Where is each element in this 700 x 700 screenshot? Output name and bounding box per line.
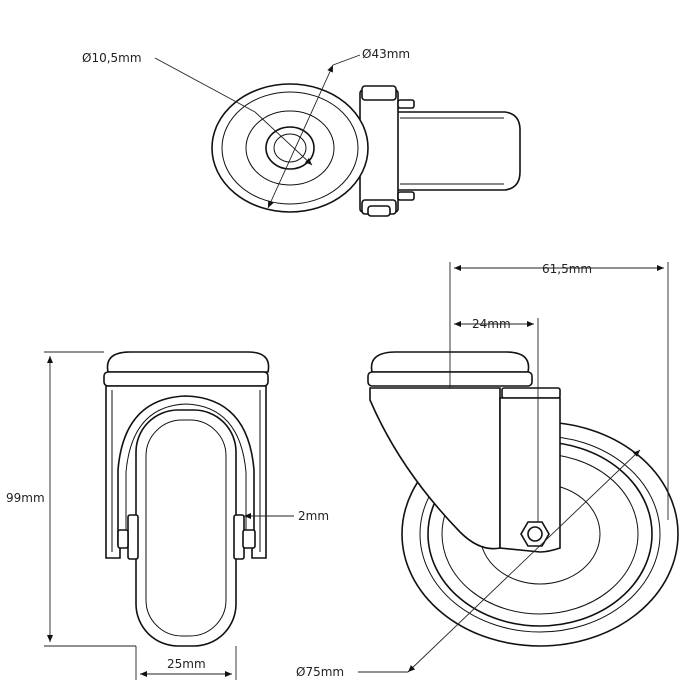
- front-view: 99mm 25mm 2mm: [6, 351, 329, 680]
- top-plate: [211, 83, 369, 213]
- length-label: 61,5mm: [542, 262, 592, 276]
- bore-diameter-label: Ø10,5mm: [82, 51, 142, 65]
- height-label: 99mm: [6, 491, 45, 505]
- top-view: Ø10,5mm Ø43mm: [82, 47, 521, 217]
- plate-diameter-label: Ø43mm: [362, 47, 410, 61]
- axle-nut-top: [361, 85, 397, 101]
- offset-label: 24mm: [472, 317, 511, 331]
- front-top-plate: [106, 351, 270, 373]
- side-view: 61,5mm 24mm Ø75mm: [296, 262, 679, 679]
- axle-nut: [520, 521, 550, 547]
- gap-label: 2mm: [298, 509, 329, 523]
- front-wheel: [135, 409, 237, 647]
- fork-arm: [394, 111, 521, 191]
- wheel-diameter-label: Ø75mm: [296, 665, 344, 679]
- wheel-width-label: 25mm: [167, 657, 206, 671]
